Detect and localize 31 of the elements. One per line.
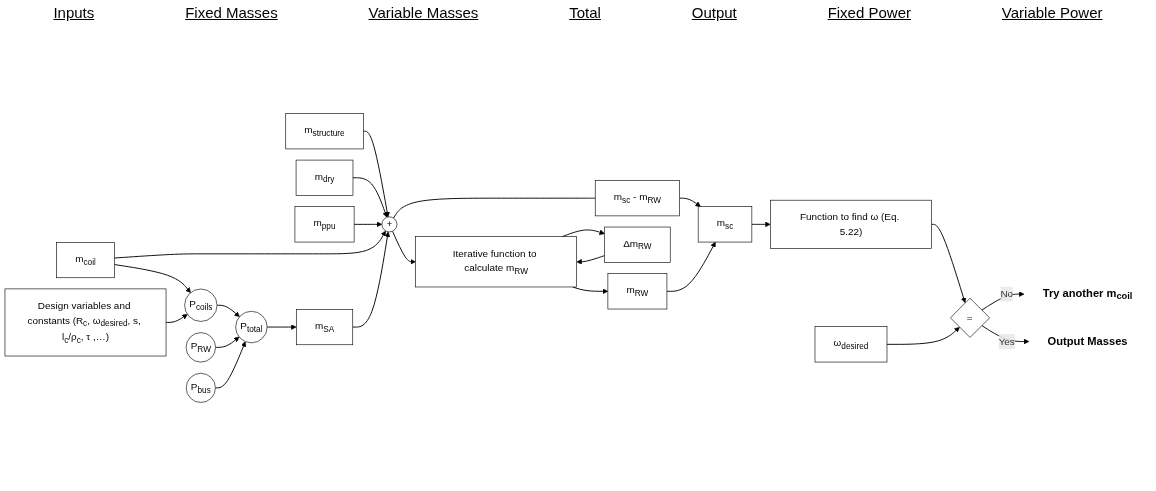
- column-heading: Output: [691, 4, 737, 21]
- column-heading: Inputs: [53, 4, 95, 21]
- node-box: m$_{sc}$ - m$_{RW}$: [594, 180, 680, 217]
- node-text: Try another m$_{coil}$: [1042, 286, 1133, 302]
- column-heading: Fixed Masses: [185, 4, 278, 21]
- edge-label: Yes: [998, 335, 1015, 347]
- node-circle: P$_{bus}$: [185, 372, 216, 403]
- node-circle: P$_{total}$: [235, 311, 268, 344]
- node-box: m$_{sc}$: [697, 206, 753, 243]
- node-box: m$_{structure}$: [285, 113, 364, 150]
- node-box: ω$_{desired}$: [814, 326, 888, 363]
- node-box: m$_{ppu}$: [294, 206, 355, 243]
- column-heading: Variable Power: [1001, 4, 1103, 21]
- node-box: m$_{coil}$: [56, 242, 115, 279]
- node-box: m$_{dry}$: [295, 159, 354, 196]
- node-diamond: =: [950, 297, 990, 338]
- connector: [393, 197, 596, 219]
- column-heading: Total: [569, 4, 601, 21]
- node-circle: P$_{RW}$: [185, 332, 216, 363]
- node-box: Δm$_{RW}$: [604, 226, 671, 263]
- node-box: Iterative function to calculate m$_{RW}$: [415, 236, 577, 288]
- edge-label: No: [1000, 288, 1014, 300]
- node-box: Design variables and constants (R$_{c}$, ω$_{desired}$, s, l$_{c}$/ρ$_{c}$, τ ,…): [4, 288, 167, 357]
- column-heading: Variable Masses: [368, 4, 479, 21]
- node-circle: P$_{coils}$: [184, 288, 218, 322]
- node-box: m$_{SA}$: [296, 309, 354, 346]
- node-text: Output Masses: [1047, 335, 1128, 348]
- node-box: Function to find ω (Eq. 5.22): [770, 199, 932, 249]
- node-circle: +: [381, 216, 398, 233]
- column-heading: Fixed Power: [827, 4, 911, 21]
- node-box: m$_{RW}$: [607, 273, 668, 310]
